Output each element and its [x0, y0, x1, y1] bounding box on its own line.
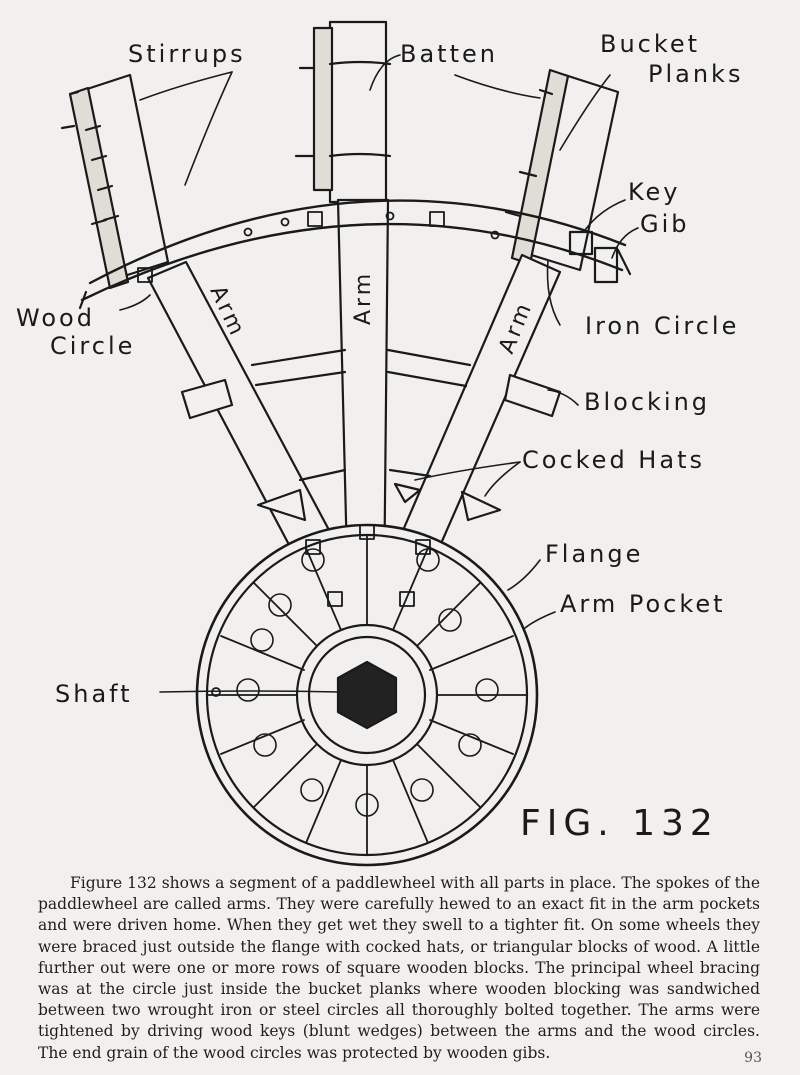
key-gib	[568, 230, 619, 284]
label-flange: Flange	[545, 540, 643, 568]
shaft	[336, 660, 398, 730]
blocking	[180, 348, 562, 420]
bolts	[137, 211, 500, 697]
label-arm-center: Arm	[351, 271, 376, 325]
label-circle: Circle	[50, 332, 135, 360]
figure-number: FIG. 132	[520, 803, 719, 844]
label-stirrups: Stirrups	[128, 40, 246, 68]
label-wood: Wood	[16, 304, 95, 332]
label-iron-circle: Iron Circle	[585, 312, 739, 340]
figure-caption: Figure 132 shows a segment of a paddlewh…	[38, 874, 760, 1062]
arm-pockets	[206, 534, 528, 856]
page-number: 93	[744, 1050, 762, 1066]
flange-holes	[236, 548, 499, 817]
label-cocked-hats: Cocked Hats	[522, 446, 705, 474]
label-arm-pocket: Arm Pocket	[560, 590, 726, 618]
label-key: Key	[628, 178, 681, 206]
paddlewheel-figure: Stirrups Batten Bucket Planks Key Gib Wo…	[16, 20, 743, 867]
bucket-plank-center	[294, 20, 392, 204]
label-batten: Batten	[400, 40, 498, 68]
label-planks: Planks	[648, 60, 743, 88]
arm-left	[146, 260, 347, 577]
leader-lines	[119, 54, 639, 693]
label-blocking: Blocking	[584, 388, 710, 416]
cocked-hats	[256, 468, 502, 522]
bucket-plank-left	[60, 73, 170, 290]
label-shaft: Shaft	[55, 680, 133, 708]
label-gib: Gib	[640, 210, 690, 238]
label-bucket: Bucket	[600, 30, 700, 58]
wood-circle	[78, 199, 632, 310]
